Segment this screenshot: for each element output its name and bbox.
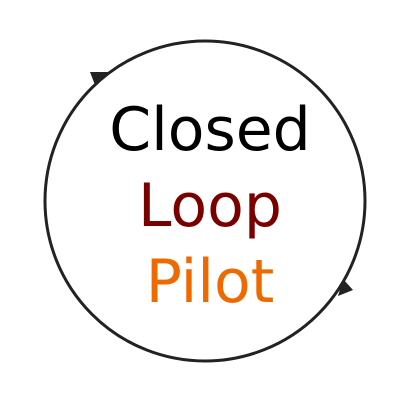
loop-arrow-top-icon: [90, 72, 108, 85]
logo-word-loop: Loop: [138, 171, 282, 241]
loop-arrow-bottom-icon: [338, 279, 353, 296]
logo-word-pilot: Pilot: [145, 247, 275, 317]
logo-word-closed: Closed: [109, 95, 311, 165]
loop-circle: [43, 39, 367, 363]
